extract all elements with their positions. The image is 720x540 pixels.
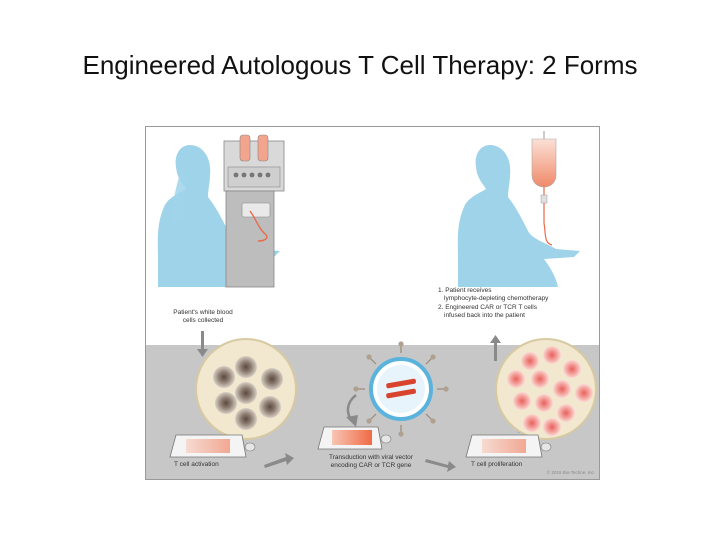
engineered-cell <box>557 404 575 422</box>
engineered-cell <box>575 384 593 402</box>
infusion-arrow <box>490 335 501 361</box>
activation-label: T cell activation <box>174 461 219 468</box>
activation-to-transduction-arrow <box>264 453 294 468</box>
engineered-cell <box>543 346 561 364</box>
infusion-steps: 1. Patient receives lymphocyte-depleting… <box>438 287 548 319</box>
engineered-cell <box>531 370 549 388</box>
engineered-cell <box>535 394 553 412</box>
transduction-label-line1: Transduction with viral vector <box>329 454 413 461</box>
activated-cell <box>235 382 257 404</box>
activation-dish <box>169 338 297 458</box>
engineered-cell <box>507 370 525 388</box>
transduction-to-proliferation-arrow <box>425 459 456 472</box>
collection-arrow <box>197 331 208 357</box>
collection-label-line2: cells collected <box>182 316 224 324</box>
activated-cell <box>261 368 283 390</box>
viral-vector <box>353 341 449 437</box>
therapy-figure: Patient's white blood cells collected 1.… <box>145 126 600 480</box>
infusion-step2-line1: 2. Engineered CAR or TCR T cells <box>438 304 537 311</box>
activated-cell <box>235 408 257 430</box>
infusion-step1-line2: lymphocyte-depleting chemotherapy <box>444 294 549 302</box>
engineered-cell <box>563 360 581 378</box>
engineered-cell <box>523 414 541 432</box>
engineered-cell <box>521 352 539 370</box>
proliferation-label: T cell proliferation <box>471 461 523 468</box>
copyright-notice: © 2015 Bio-Techne, Inc. <box>546 470 595 475</box>
collection-label-line1: Patient's white blood <box>173 309 233 316</box>
engineered-cell <box>553 380 571 398</box>
transduction-label: Transduction with viral vector encoding … <box>296 454 446 469</box>
activated-cell <box>215 392 237 414</box>
engineered-cell <box>543 418 561 436</box>
transduction-dish <box>317 426 392 450</box>
apheresis-machine <box>223 134 285 288</box>
transduction-curve-arrow <box>346 394 358 427</box>
collection-label: Patient's white blood cells collected <box>158 309 248 324</box>
activated-cell <box>213 366 235 388</box>
infusion-step2-line2: infused back into the patient <box>444 311 525 319</box>
slide-title: Engineered Autologous T Cell Therapy: 2 … <box>82 50 638 80</box>
activated-cell <box>235 356 257 378</box>
transduction-label-line2: encoding CAR or TCR gene <box>330 461 412 469</box>
infusion-step1-line1: 1. Patient receives <box>438 287 492 294</box>
therapy-illustration <box>146 131 599 479</box>
infusion-bag <box>531 131 557 246</box>
engineered-cell <box>513 392 531 410</box>
activated-cell <box>259 396 281 418</box>
proliferation-dish <box>465 338 597 458</box>
right-patient-silhouette <box>457 145 580 287</box>
